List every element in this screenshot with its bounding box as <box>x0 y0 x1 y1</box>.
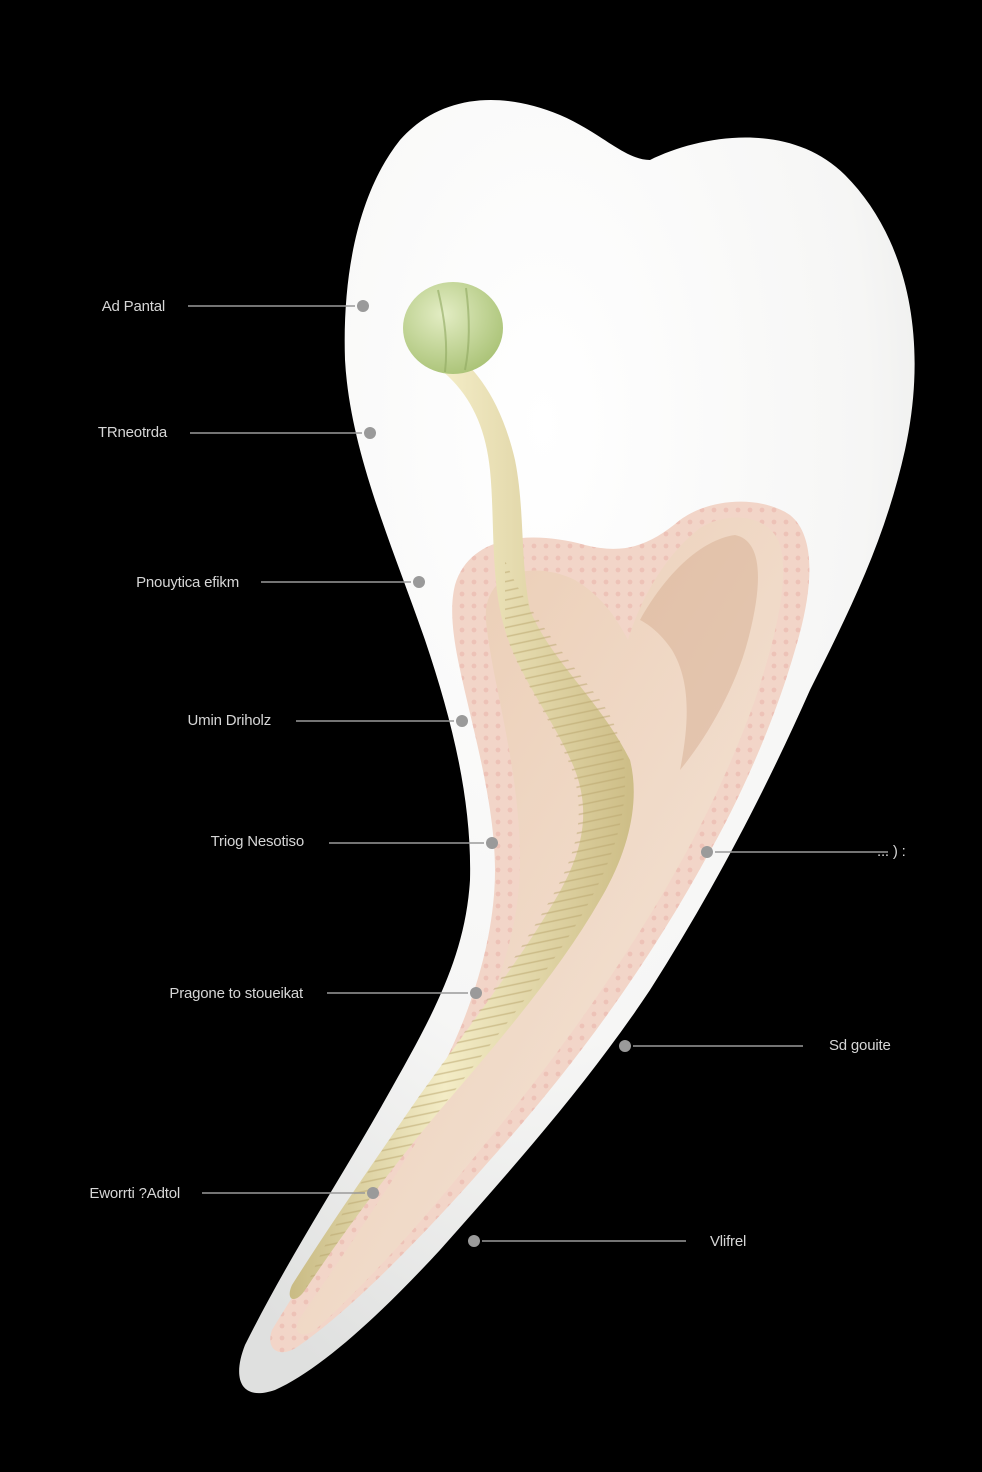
leader-dots-right <box>468 846 713 1247</box>
bud <box>403 282 503 374</box>
label-r3: Vlifrel <box>710 1233 747 1250</box>
label-l6: Pragone to stoueikat <box>169 985 303 1002</box>
label-r2: Sd gouite <box>829 1037 891 1054</box>
label-l2: TRneotrda <box>97 424 167 441</box>
leader-lines-right <box>482 851 888 1242</box>
leader-dot <box>468 1235 480 1247</box>
leader-dot <box>486 837 498 849</box>
label-l7: Eworrti ?Adtol <box>89 1185 180 1202</box>
pulp-horn-shadow <box>640 535 758 770</box>
leader-dot <box>357 300 369 312</box>
label-l1: Ad Pantal <box>101 298 165 315</box>
leader-dots-left <box>357 300 498 1199</box>
leader-dot <box>619 1040 631 1052</box>
leader-dot <box>701 846 713 858</box>
nerve-ridges <box>305 560 626 1290</box>
label-r1: ... ) : <box>877 843 906 860</box>
bud-fold <box>437 289 448 373</box>
leader-dot <box>413 576 425 588</box>
leader-dot <box>364 427 376 439</box>
bud-fold <box>464 287 470 371</box>
leader-dot <box>367 1187 379 1199</box>
leader-dot <box>470 987 482 999</box>
leader-lines-left <box>188 305 484 1194</box>
leader-dot <box>456 715 468 727</box>
label-l5: Triog Nesotiso <box>210 833 305 850</box>
label-l4: Umin Driholz <box>187 712 272 729</box>
label-l3: Pnouytica efikm <box>136 574 239 591</box>
